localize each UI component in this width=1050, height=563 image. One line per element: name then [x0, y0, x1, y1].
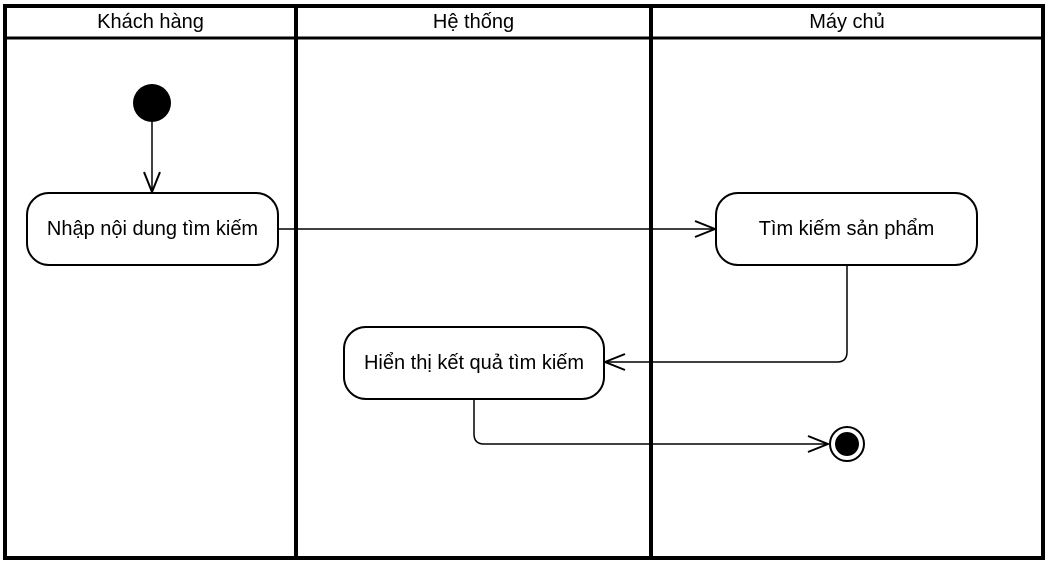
lane-title-server: Máy chủ [809, 11, 885, 33]
flow-search-to-display [605, 265, 848, 362]
lane-title-system: Hệ thống [432, 11, 515, 33]
action-display-label: Hiển thị kết quả tìm kiếm [363, 351, 585, 374]
swimlane-frame [3, 4, 1045, 560]
lane-title-customer: Khách hàng [97, 11, 204, 33]
start-node [133, 84, 171, 122]
action-input-label: Nhập nội dung tìm kiếm [46, 217, 259, 240]
end-node-core [835, 432, 859, 456]
action-search-label: Tìm kiếm sản phẩm [758, 217, 935, 240]
flow-display-to-end [473, 399, 828, 444]
